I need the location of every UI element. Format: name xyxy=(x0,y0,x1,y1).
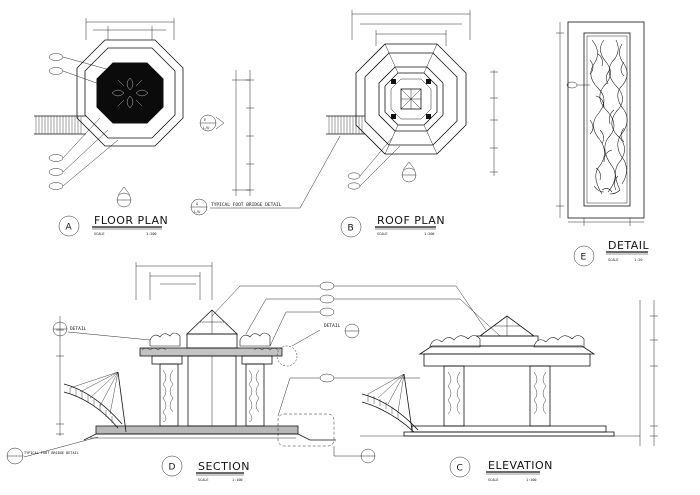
detail-scale-label: SCALE xyxy=(608,258,619,262)
section-view: DETAIL DETAIL TYPICAL FOOT BRIDGE DETAIL… xyxy=(6,262,376,482)
floor-plan-scale-label: SCALE xyxy=(94,232,105,236)
section-scale-label: SCALE xyxy=(198,478,209,482)
elevation-scale: 1:100 xyxy=(526,478,537,482)
elevation-view: C ELEVATION SCALE 1:100 xyxy=(211,281,658,482)
floor-plan: E L/U A FLOOR PLAN SCALE 1:200 xyxy=(34,18,254,237)
callout-ref-e: E xyxy=(204,118,206,122)
section-scale: 1:100 xyxy=(232,478,243,482)
roof-plan-scale: 1:200 xyxy=(424,232,435,236)
detail-letter: E xyxy=(581,253,587,263)
elevation-detail-note: DETAIL xyxy=(324,323,341,329)
roof-plan-scale-label: SCALE xyxy=(377,232,388,236)
foot-bridge-note: TYPICAL FOOT BRIDGE DETAIL xyxy=(24,451,79,455)
roof-plan-letter: B xyxy=(348,224,354,234)
floor-pattern xyxy=(96,62,164,124)
detail-scale: 1:20 xyxy=(634,258,642,262)
section-detail-note: DETAIL xyxy=(70,326,87,332)
foot-bridge-plan xyxy=(34,115,86,135)
floor-plan-title: FLOOR PLAN xyxy=(94,214,168,227)
section-letter: D xyxy=(169,463,176,473)
elevation-title: ELEVATION xyxy=(488,459,553,472)
callout-ref-a: A xyxy=(196,202,199,206)
callout-sheet: L/U xyxy=(203,126,209,130)
elevation-scale-label: SCALE xyxy=(488,478,499,482)
floor-plan-letter: A xyxy=(66,223,73,233)
leader-tags-left xyxy=(48,53,119,190)
panel-detail: E DETAIL SCALE 1:20 xyxy=(556,21,650,267)
section-title: SECTION xyxy=(198,460,250,473)
footbridge-detail-callout: A L/U TYPICAL FOOT BRIDGE DETAIL xyxy=(190,135,341,216)
elevation-letter: C xyxy=(457,464,463,474)
carved-panel-pattern xyxy=(589,39,628,195)
bridge-detail-note: TYPICAL FOOT BRIDGE DETAIL xyxy=(211,202,282,208)
roof-plan: B ROOF PLAN SCALE 1:200 xyxy=(326,10,498,238)
floor-plan-scale: 1:200 xyxy=(146,232,157,236)
callout-sheet-2: L/U xyxy=(194,210,200,214)
detail-title: DETAIL xyxy=(608,239,650,252)
roof-plan-title: ROOF PLAN xyxy=(377,214,445,227)
